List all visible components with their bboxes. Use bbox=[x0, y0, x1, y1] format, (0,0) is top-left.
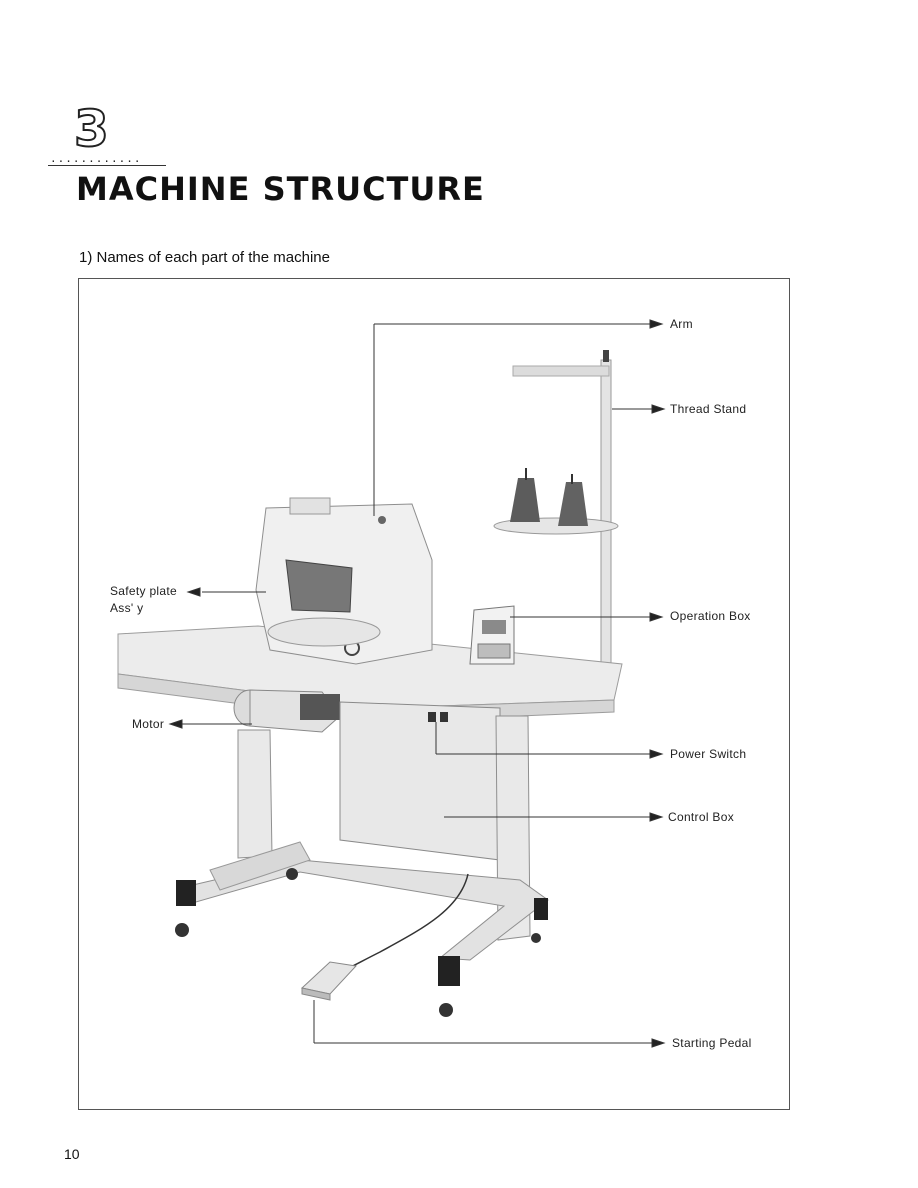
label-operation-box: Operation Box bbox=[670, 609, 751, 623]
chapter-rule bbox=[48, 165, 166, 166]
chapter-dots: ............ bbox=[50, 152, 142, 165]
label-arm: Arm bbox=[670, 317, 693, 331]
label-safety-plate-assy: Ass' y bbox=[110, 601, 144, 615]
figure-frame bbox=[78, 278, 790, 1110]
chapter-title: MACHINE STRUCTURE bbox=[76, 170, 485, 208]
page-number: 10 bbox=[64, 1146, 80, 1162]
label-control-box: Control Box bbox=[668, 810, 734, 824]
chapter-number: 3 bbox=[73, 100, 110, 158]
label-motor: Motor bbox=[132, 717, 165, 731]
label-power-switch: Power Switch bbox=[670, 747, 747, 761]
label-starting-pedal: Starting Pedal bbox=[672, 1036, 752, 1050]
label-safety-plate: Safety plate bbox=[110, 584, 177, 598]
label-thread-stand: Thread Stand bbox=[670, 402, 747, 416]
section-title: 1) Names of each part of the machine bbox=[79, 249, 330, 266]
